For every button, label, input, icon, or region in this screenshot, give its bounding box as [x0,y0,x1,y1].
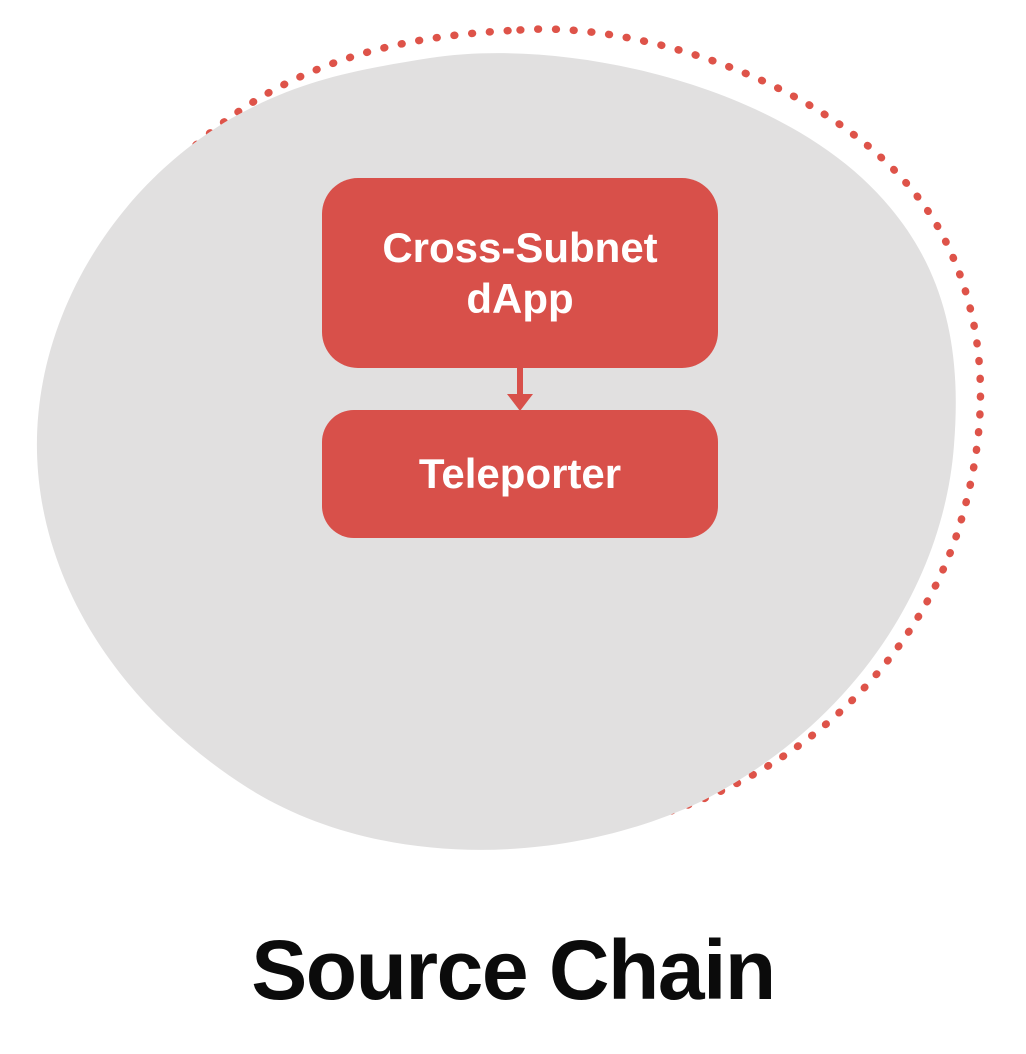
teleporter-label: Teleporter [418,450,622,498]
down-arrow [507,366,533,411]
cross-subnet-dapp-box: Cross-Subnet dApp [322,178,718,368]
teleporter-box: Teleporter [322,410,718,538]
diagram-title: Source Chain [251,923,776,1017]
cross-subnet-dapp-label: Cross-Subnet dApp [382,223,658,322]
